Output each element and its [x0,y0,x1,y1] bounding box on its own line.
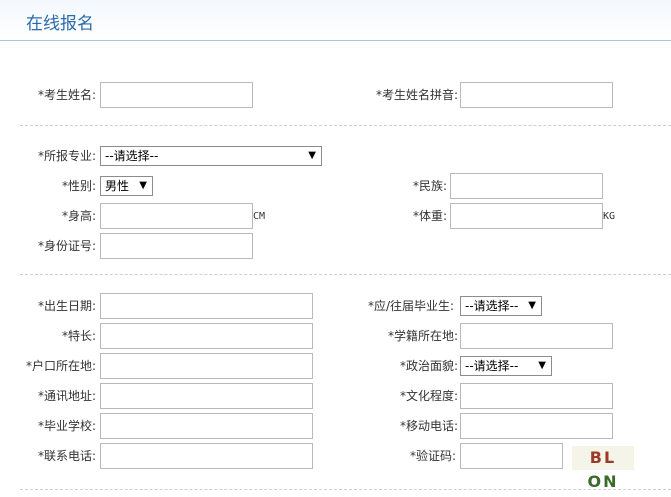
major-select-value: --请选择-- [105,149,159,163]
gender-select[interactable]: 男性 ▼ [100,176,153,196]
name-input[interactable] [100,82,253,108]
education-input[interactable] [460,383,613,409]
height-unit: CM [253,211,266,222]
mobile-input[interactable] [460,413,613,439]
phone-label: *联系电话: [38,449,97,463]
weight-input[interactable] [450,203,603,229]
grad-school-input[interactable] [100,413,313,439]
grad-school-label: *毕业学校: [38,419,97,433]
birth-label: *出生日期: [38,299,97,313]
graduate-select-value: --请选择-- [465,299,519,313]
hukou-input[interactable] [100,353,313,379]
height-input[interactable] [100,203,253,229]
captcha-image[interactable]: BL ON [572,446,634,491]
pinyin-input[interactable] [460,82,613,108]
captcha-input[interactable] [460,443,563,469]
dropdown-arrow-icon: ▼ [308,150,316,161]
phone-input[interactable] [100,443,313,469]
section-divider [20,274,671,275]
weight-label: *体重: [413,209,448,223]
specialty-input[interactable] [100,323,313,349]
ethnic-label: *民族: [413,179,448,193]
gender-select-value: 男性 [105,179,130,193]
mobile-label: *移动电话: [400,419,459,433]
education-label: *文化程度: [400,389,459,403]
major-select[interactable]: --请选择-- ▼ [100,146,322,166]
section-divider [20,125,671,126]
birth-input[interactable] [100,293,313,319]
graduate-select[interactable]: --请选择-- ▼ [460,296,542,316]
name-label: *考生姓名: [38,88,97,102]
political-select[interactable]: --请选择-- ▼ [460,356,552,376]
gender-label: *性别: [62,179,97,193]
specialty-label: *特长: [62,329,97,343]
political-label: *政治面貌: [400,359,459,373]
school-reg-input[interactable] [460,323,613,349]
ethnic-input[interactable] [450,173,603,199]
id-label: *身份证号: [38,239,97,253]
captcha-text: BL [589,448,617,467]
captcha-text: ON [587,472,619,491]
political-select-value: --请选择-- [465,359,519,373]
page-title: 在线报名 [26,14,94,34]
school-reg-label: *学籍所在地: [388,329,459,343]
major-label: *所报专业: [38,149,97,163]
page-header: 在线报名 [0,0,671,41]
pinyin-label: *考生姓名拼音: [376,88,459,102]
height-label: *身高: [62,209,97,223]
dropdown-arrow-icon: ▼ [528,300,536,311]
id-input[interactable] [100,233,253,259]
hukou-label: *户口所在地: [26,359,97,373]
captcha-label: *验证码: [410,449,457,463]
section-divider [20,489,671,490]
address-input[interactable] [100,383,313,409]
address-label: *通讯地址: [38,389,97,403]
weight-unit: KG [603,211,616,222]
dropdown-arrow-icon: ▼ [139,180,147,191]
dropdown-arrow-icon: ▼ [538,360,546,371]
graduate-label: *应/往届毕业生: [368,299,455,313]
